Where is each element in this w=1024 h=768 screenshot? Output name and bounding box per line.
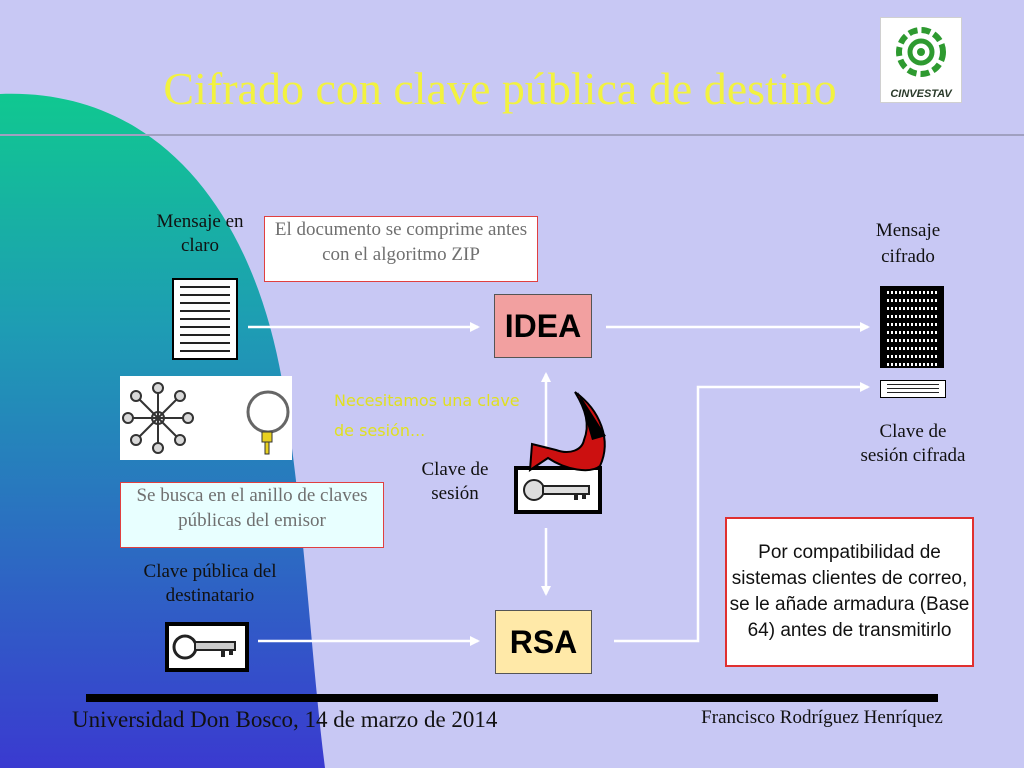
cinvestav-logo-icon [896,27,946,77]
encrypted-document-icon [880,286,944,368]
key-ring-icon [242,388,294,463]
slide-title: Cifrado con clave pública de destino [163,63,837,114]
armor-note: Por compatibilidad de sistemas clientes … [725,517,974,667]
keyring-image [120,376,292,460]
encrypted-message-label: Mensaje cifrado [875,220,941,267]
document-icon [172,278,238,360]
recipient-public-key-label: Clave pública del destinatario [143,561,277,606]
footer-bar [86,694,938,702]
footer-left: Universidad Don Bosco, 14 de marzo de 20… [72,707,498,732]
logo-text: CINVESTAV [890,88,952,100]
idea-box: IDEA [494,294,592,358]
rsa-box: RSA [495,610,592,674]
armor-note-text: Por compatibilidad de sistemas clientes … [729,542,970,641]
need-session-key-note: Necesitamos una clave de sesión... [334,391,520,440]
zip-note: El documento se comprime antes con el al… [264,216,538,282]
plain-message-label: Mensaje en claro [156,211,244,256]
encrypted-session-key-label: Clave de sesión cifrada [860,421,966,466]
footer-right: Francisco Rodríguez Henríquez [701,707,943,728]
cinvestav-logo: CINVESTAV [880,17,962,103]
public-key-icon [165,622,249,672]
keyring-note: Se busca en el anillo de claves públicas… [120,482,384,548]
curved-arrow-icon [528,391,606,472]
encrypted-key-icon [880,380,946,398]
session-key-label: Clave de sesión [421,459,489,504]
keyring-icon [122,382,194,454]
session-key-icon [514,466,602,514]
title-divider [0,134,1024,136]
arrow-rsa-to-output [614,382,870,643]
